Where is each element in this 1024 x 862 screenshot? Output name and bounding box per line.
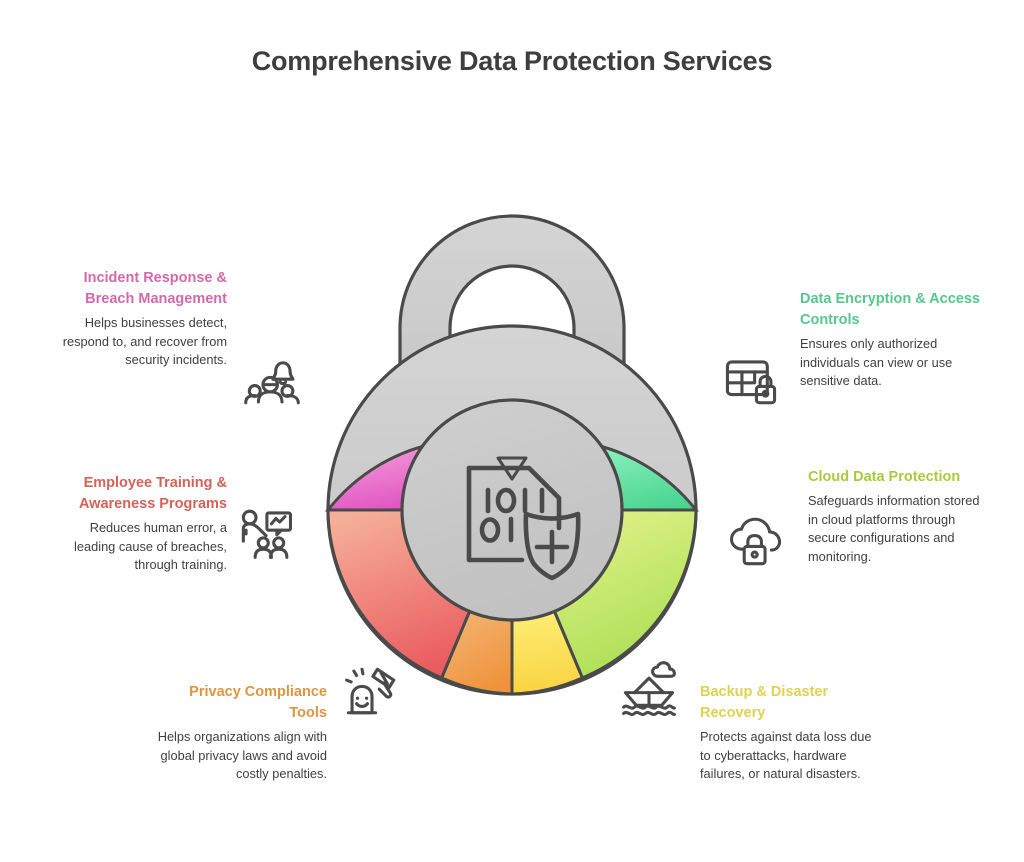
padlock-donut-graphic (312, 128, 712, 708)
gavel-compliance-icon (343, 662, 401, 720)
presentation-training-icon (237, 503, 295, 561)
cloud-lock-icon (727, 512, 785, 570)
feature-heading-cloud: Cloud Data Protection (808, 469, 961, 485)
feature-block-privacy: Privacy Compliance Tools Helps organizat… (155, 682, 327, 784)
page-title: Comprehensive Data Protection Services (251, 46, 773, 76)
alert-bell-people-icon (243, 352, 301, 410)
feature-block-incident: Incident Response & Breach Management He… (45, 268, 227, 370)
feature-description-incident: Helps businesses detect, respond to, and… (62, 315, 227, 367)
padlock-shackle (398, 214, 626, 460)
feature-description-training: Reduces human error, a leading cause of … (74, 520, 227, 572)
document-binary-shield-icon (466, 465, 581, 581)
feature-heading-backup: Backup & Disaster Recovery (700, 684, 829, 721)
feature-block-encryption: Data Encryption & Access Controls Ensure… (800, 289, 982, 391)
database-lock-icon (722, 352, 780, 410)
feature-block-backup: Backup & Disaster Recovery Protects agai… (700, 682, 880, 784)
feature-description-backup: Protects against data loss due to cybera… (700, 729, 872, 781)
feature-heading-training: Employee Training & Awareness Programs (78, 475, 227, 512)
feature-description-cloud: Safeguards information stored in cloud p… (808, 493, 980, 564)
feature-description-encryption: Ensures only authorized individuals can … (800, 336, 953, 388)
feature-heading-encryption: Data Encryption & Access Controls (800, 291, 980, 328)
feature-block-cloud: Cloud Data Protection Safeguards informa… (808, 467, 980, 566)
feature-heading-incident: Incident Response & Breach Management (83, 270, 227, 307)
feature-block-training: Employee Training & Awareness Programs R… (45, 473, 227, 575)
feature-description-privacy: Helps organizations align with global pr… (157, 729, 327, 781)
boat-flood-cloud-icon (620, 660, 678, 718)
feature-heading-privacy: Privacy Compliance Tools (189, 684, 327, 721)
